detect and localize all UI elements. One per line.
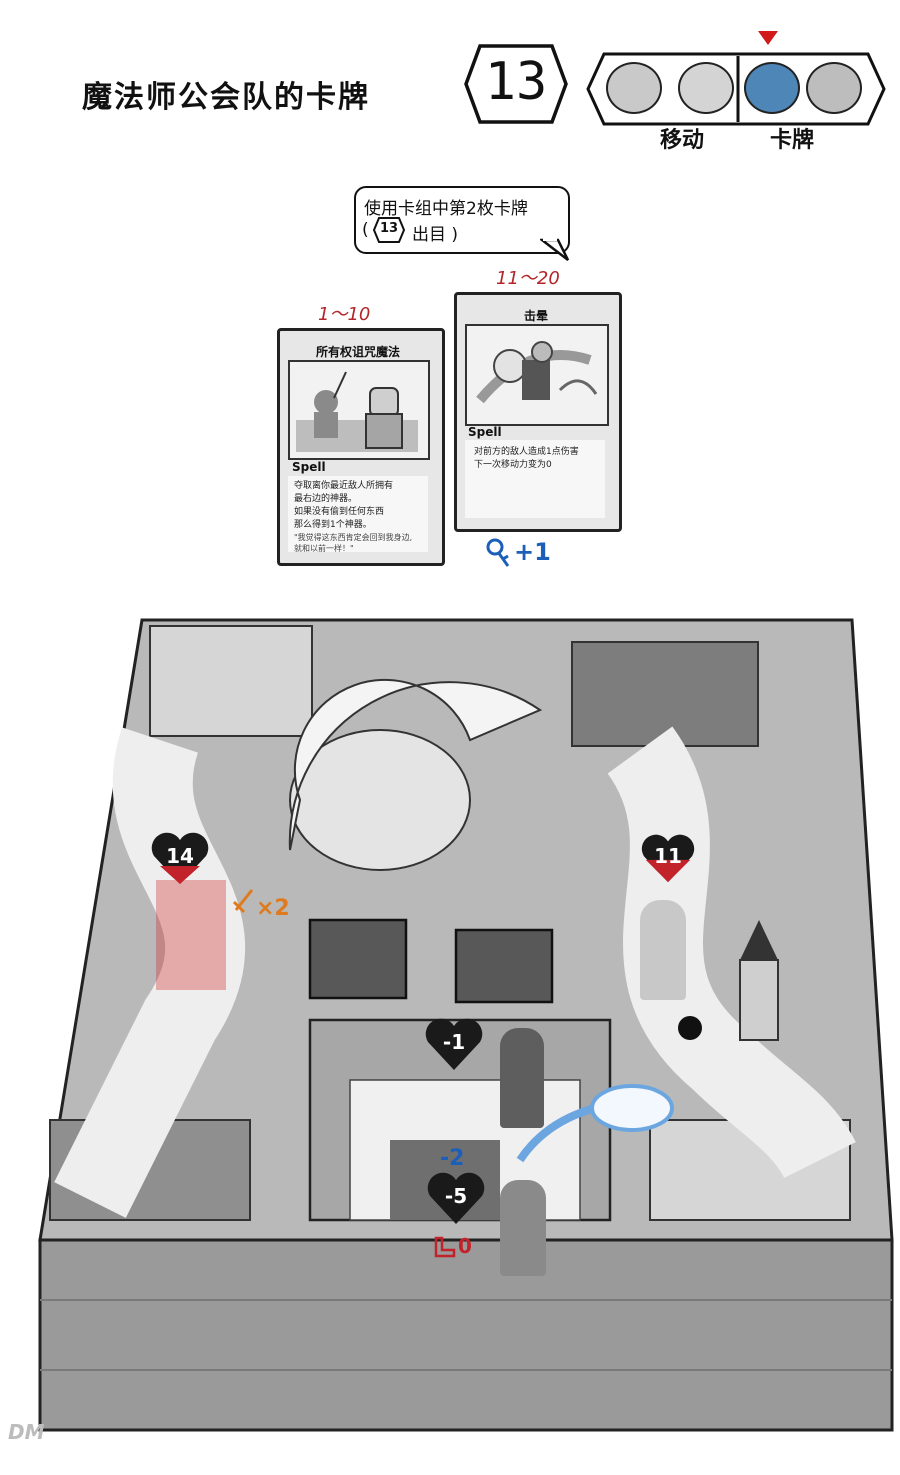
ghost-target-hp-change: -5 xyxy=(444,1184,468,1208)
ghost-target-player-figure[interactable] xyxy=(500,1180,546,1276)
round-number: 13 xyxy=(484,52,548,112)
ghost-target-damage: -2 xyxy=(440,1146,465,1171)
game-board xyxy=(38,618,894,1432)
boot-icon xyxy=(434,1236,456,1258)
heart-icon-red-player xyxy=(151,832,209,884)
avatar-team-member-3-active xyxy=(744,62,800,114)
glasses-player-figure[interactable] xyxy=(500,1028,544,1128)
card-1-text-box xyxy=(288,476,428,552)
sword-icon xyxy=(232,889,254,914)
pigtail-player-hp: 11 xyxy=(654,844,682,868)
round-hexagon-icon xyxy=(464,44,568,124)
ghost-target-move: 0 xyxy=(458,1234,472,1258)
pigtail-player-figure[interactable] xyxy=(640,900,686,1000)
card-1-text-4: 那么得到1个神器。 xyxy=(294,520,372,530)
speech-bubble-tail xyxy=(540,238,570,261)
heart-icon-glasses-player xyxy=(425,1018,483,1070)
page-title: 魔法师公会队的卡牌 xyxy=(82,80,370,115)
avatar-team-member-1 xyxy=(606,62,662,114)
red-player-modifier: ×2 xyxy=(256,896,290,921)
red-player-hp: 14 xyxy=(166,844,194,868)
card-1-text-3: 如果没有偷到任何东西 xyxy=(294,507,385,517)
card-1-text-2: 最右边的神器。 xyxy=(294,494,358,504)
phase-label-move: 移动 xyxy=(660,128,705,153)
phase-label-card: 卡牌 xyxy=(770,128,815,153)
heart-icon-ghost-target-player xyxy=(427,1172,485,1224)
card-2-text-1: 对前方的敌人造成1点伤害 xyxy=(474,447,579,457)
red-triangle-icon xyxy=(758,31,778,45)
card-2-text-2: 下一次移动力变为0 xyxy=(474,460,552,470)
card-1-range: 1～10 xyxy=(318,304,371,325)
bubble-line-1: 使用卡组中第2枚卡牌 xyxy=(364,199,528,219)
card-1-type: Spell xyxy=(292,460,326,474)
turn-order-bar xyxy=(586,52,886,126)
card-1-illustration xyxy=(296,371,418,452)
key-icon xyxy=(486,538,510,567)
card-1-text-1: 夺取离你最近敌人所拥有 xyxy=(294,481,394,491)
watermark-logo: DM xyxy=(8,1420,45,1444)
bubble-line-2: 出目 ) xyxy=(412,225,459,245)
mini-hexagon-icon xyxy=(372,217,406,243)
card-2-illustration xyxy=(476,341,598,404)
glasses-player-hp-change: -1 xyxy=(442,1030,466,1054)
heart-icon-pigtail-player xyxy=(641,834,695,883)
bubble-round-number: 13 xyxy=(379,221,399,236)
red-player-figure[interactable] xyxy=(156,880,226,990)
card-2-text-box xyxy=(465,440,605,518)
avatar-team-member-4 xyxy=(806,62,862,114)
card-1-flavor-1: "我觉得这东西肯定会回到我身边, xyxy=(294,533,413,542)
avatar-team-member-2 xyxy=(678,62,734,114)
card-2-title: 击晕 xyxy=(523,309,548,323)
key-bonus-text: +1 xyxy=(514,538,551,566)
card-1-flavor-2: 就和以前一样！" xyxy=(294,544,354,553)
card-2-range: 11～20 xyxy=(496,268,560,289)
card-2-type: Spell xyxy=(468,425,502,439)
card-1-title: 所有权诅咒魔法 xyxy=(315,345,400,359)
bubble-open-paren: ( xyxy=(362,220,369,240)
